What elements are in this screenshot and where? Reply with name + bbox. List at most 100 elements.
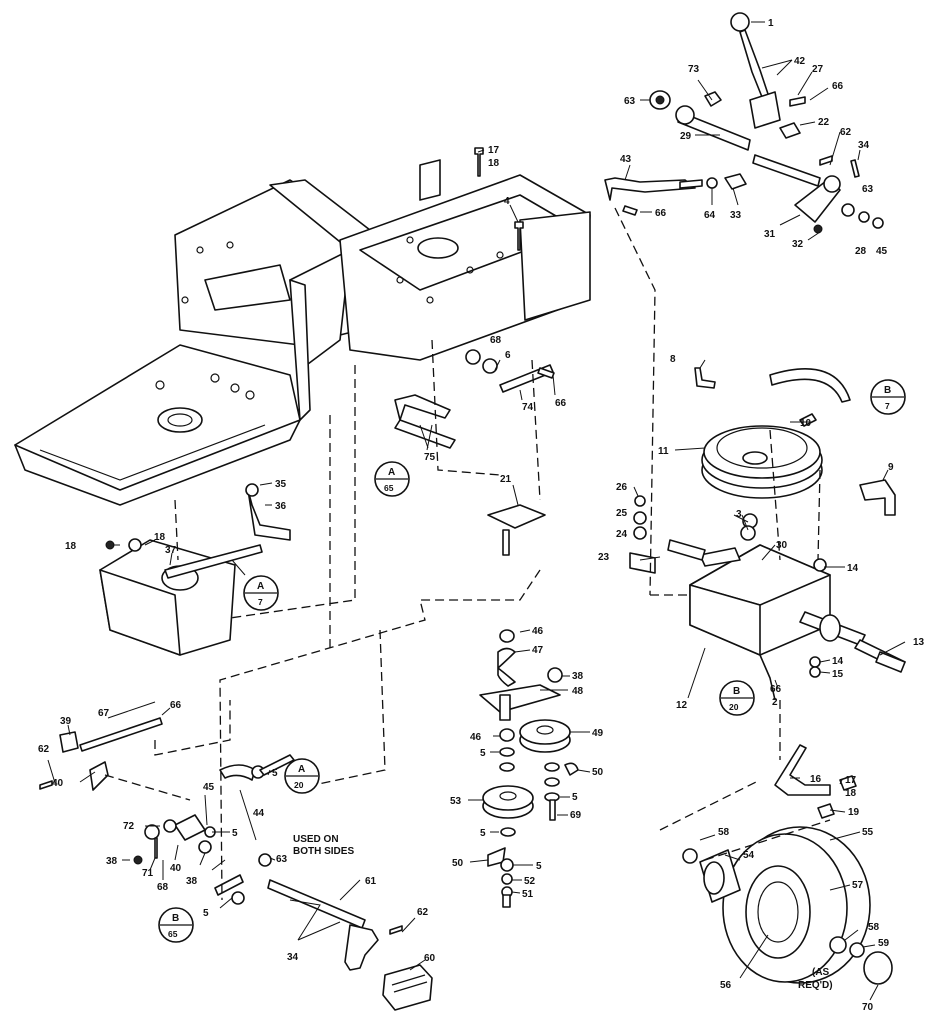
callout-60: 60 [424, 953, 436, 964]
callout-29: 29 [680, 131, 692, 142]
callout-34: 34 [858, 140, 870, 151]
callout-15: 15 [832, 669, 844, 680]
chassis-hardware [394, 147, 896, 516]
callout-31: 31 [764, 229, 776, 240]
callout-28: 28 [855, 246, 867, 257]
callout-62: 62 [840, 127, 852, 138]
callout-63-b: 63 [862, 184, 874, 195]
svg-text:20: 20 [294, 780, 304, 790]
svg-text:BOTH SIDES: BOTH SIDES [293, 846, 354, 857]
callout-54: 54 [743, 850, 755, 861]
callout-13: 13 [913, 637, 925, 648]
callout-22: 22 [818, 117, 830, 128]
callout-19: 19 [848, 807, 860, 818]
callout-57: 57 [852, 880, 864, 891]
reference-circle-b-65: B 65 [158, 907, 194, 943]
leader-lines [47, 21, 906, 1001]
callout-48: 48 [572, 686, 584, 697]
callout-49: 49 [592, 728, 604, 739]
reference-circle-a-7: A 7 [243, 575, 279, 611]
callout-26: 26 [616, 482, 628, 493]
callout-16: 16 [810, 774, 822, 785]
pedal-linkage [39, 717, 295, 905]
callout-53: 53 [450, 796, 462, 807]
wheel-assembly [682, 826, 893, 985]
svg-text:65: 65 [384, 483, 394, 493]
callout-39: 39 [60, 716, 72, 727]
transaxle-assembly [629, 425, 906, 819]
callout-56: 56 [720, 980, 732, 991]
callout-75: 75 [424, 452, 436, 463]
callout-5: 5 [480, 748, 486, 759]
callout-58-b: 58 [868, 922, 880, 933]
callout-5-c: 5 [572, 792, 578, 803]
callout-23: 23 [598, 552, 610, 563]
callout-43: 43 [620, 154, 632, 165]
callout-33: 33 [730, 210, 742, 221]
callout-68: 68 [490, 335, 502, 346]
note-used-on-both-sides: USED ON BOTH SIDES [293, 834, 354, 857]
callout-63: 63 [624, 96, 636, 107]
callout-5-d: 5 [536, 861, 542, 872]
callout-61: 61 [365, 876, 377, 887]
callout-32: 32 [792, 239, 804, 250]
callout-30: 30 [776, 540, 788, 551]
shift-lever-assembly [604, 12, 884, 234]
callout-67: 67 [98, 708, 110, 719]
callout-66-e: 66 [170, 700, 182, 711]
callout-66-c: 66 [555, 398, 567, 409]
callout-62-b: 62 [38, 744, 50, 755]
callout-40: 40 [52, 778, 64, 789]
chassis-frame [14, 159, 591, 506]
callout-1: 1 [768, 18, 774, 29]
callout-70: 70 [862, 1002, 874, 1013]
callout-5-g: 5 [203, 908, 209, 919]
callout-18: 18 [488, 158, 500, 169]
callout-66: 66 [832, 81, 844, 92]
callout-34-b: 34 [287, 952, 299, 963]
reference-circle-b-20: B 20 [719, 680, 755, 716]
assembly-guide-lines [104, 207, 831, 901]
callout-14: 14 [847, 563, 859, 574]
callout-21: 21 [500, 474, 512, 485]
callout-numbers: 1 42 27 66 73 63 22 29 62 34 43 64 33 66… [38, 18, 925, 1013]
callout-36: 36 [275, 501, 287, 512]
reference-circle-a-20: A 20 [284, 758, 320, 794]
svg-text:B: B [733, 686, 740, 697]
callout-4: 4 [504, 196, 510, 207]
callout-18-d: 18 [845, 788, 857, 799]
svg-text:A: A [298, 764, 305, 775]
note-as-required: (AS REQ'D) [798, 967, 833, 991]
callout-14-b: 14 [832, 656, 844, 667]
callout-18-c: 18 [65, 541, 77, 552]
callout-11: 11 [658, 446, 669, 457]
callout-73: 73 [688, 64, 700, 75]
callout-46: 46 [532, 626, 544, 637]
svg-text:A: A [388, 467, 395, 478]
callout-10: 10 [800, 418, 812, 429]
callout-5-f: 5 [232, 828, 238, 839]
callout-66-d: 66 [770, 684, 782, 695]
left-bracket [99, 483, 291, 656]
callout-18-b: 18 [154, 532, 166, 543]
callout-12: 12 [676, 700, 688, 711]
callout-64: 64 [704, 210, 716, 221]
svg-text:A: A [257, 581, 264, 592]
callout-42: 42 [794, 56, 806, 67]
callout-69: 69 [570, 810, 582, 821]
callout-63-c: 63 [276, 854, 288, 865]
callout-24: 24 [616, 529, 628, 540]
callout-46-b: 46 [470, 732, 482, 743]
callout-62-c: 62 [417, 907, 429, 918]
callout-45: 45 [876, 246, 888, 257]
callout-74: 74 [522, 402, 534, 413]
callout-38-c: 38 [186, 876, 198, 887]
svg-text:B: B [884, 385, 891, 396]
callout-72: 72 [123, 821, 135, 832]
callout-44: 44 [253, 808, 265, 819]
svg-text:USED ON: USED ON [293, 834, 339, 845]
callout-58: 58 [718, 827, 730, 838]
callout-52: 52 [524, 876, 536, 887]
callout-50-b: 50 [452, 858, 464, 869]
